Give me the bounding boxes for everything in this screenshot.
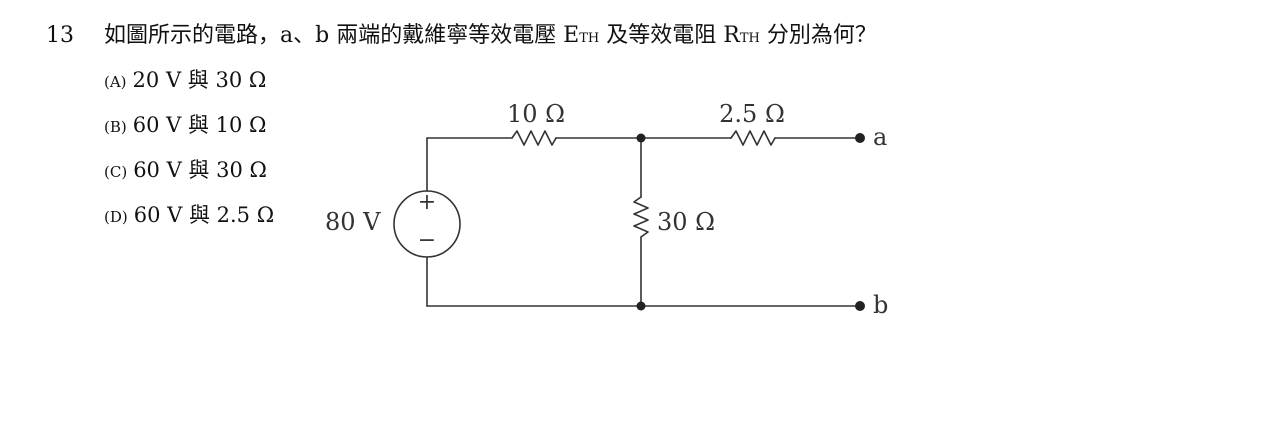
terminal-b-dot: [855, 301, 865, 311]
question-number: 13: [46, 23, 74, 48]
resistor-30-ohm-label: 30 Ω: [657, 208, 715, 236]
terminal-b-label: b: [873, 291, 888, 319]
resistor-2-5-ohm-label: 2.5 Ω: [719, 100, 785, 128]
question-text-part3: 分別為何？: [759, 23, 877, 48]
resistor-10-ohm-label: 10 Ω: [507, 100, 565, 128]
option-a[interactable]: (A) 20 V 與 30 Ω: [104, 66, 266, 96]
resistor-10-ohm: [511, 130, 557, 146]
option-a-letter: (A): [104, 73, 127, 91]
option-c[interactable]: (C) 60 V 與 30 Ω: [104, 156, 267, 186]
source-plus-sign: +: [418, 190, 436, 215]
voltage-source: [393, 190, 461, 258]
terminal-a-label: a: [873, 123, 887, 151]
node-top: [636, 133, 646, 143]
resistor-30-ohm: [633, 196, 649, 238]
question-text-part2: 及等效電阻 R: [599, 23, 740, 48]
eth-subscript: TH: [579, 31, 600, 46]
option-c-text: 60 V 與 30 Ω: [133, 158, 267, 182]
source-minus-sign: −: [418, 228, 436, 253]
option-b[interactable]: (B) 60 V 與 10 Ω: [104, 111, 266, 141]
option-d[interactable]: (D) 60 V 與 2.5 Ω: [104, 201, 274, 231]
option-c-letter: (C): [104, 163, 128, 181]
source-voltage-label: 80 V: [325, 208, 381, 236]
option-d-letter: (D): [104, 208, 128, 226]
node-bottom: [636, 301, 646, 311]
question-text: 如圖所示的電路，a、b 兩端的戴維寧等效電壓 ETH 及等效電阻 RTH 分別為…: [104, 22, 877, 53]
option-b-text: 60 V 與 10 Ω: [132, 113, 267, 137]
question-text-part1: 如圖所示的電路，a、b 兩端的戴維寧等效電壓 E: [104, 23, 580, 48]
option-b-letter: (B): [104, 118, 127, 136]
terminal-a-dot: [855, 133, 865, 143]
resistor-2-5-ohm: [730, 130, 776, 146]
option-a-text: 20 V 與 30 Ω: [132, 68, 267, 92]
option-d-text: 60 V 與 2.5 Ω: [133, 203, 275, 227]
rth-subscript: TH: [739, 31, 760, 46]
